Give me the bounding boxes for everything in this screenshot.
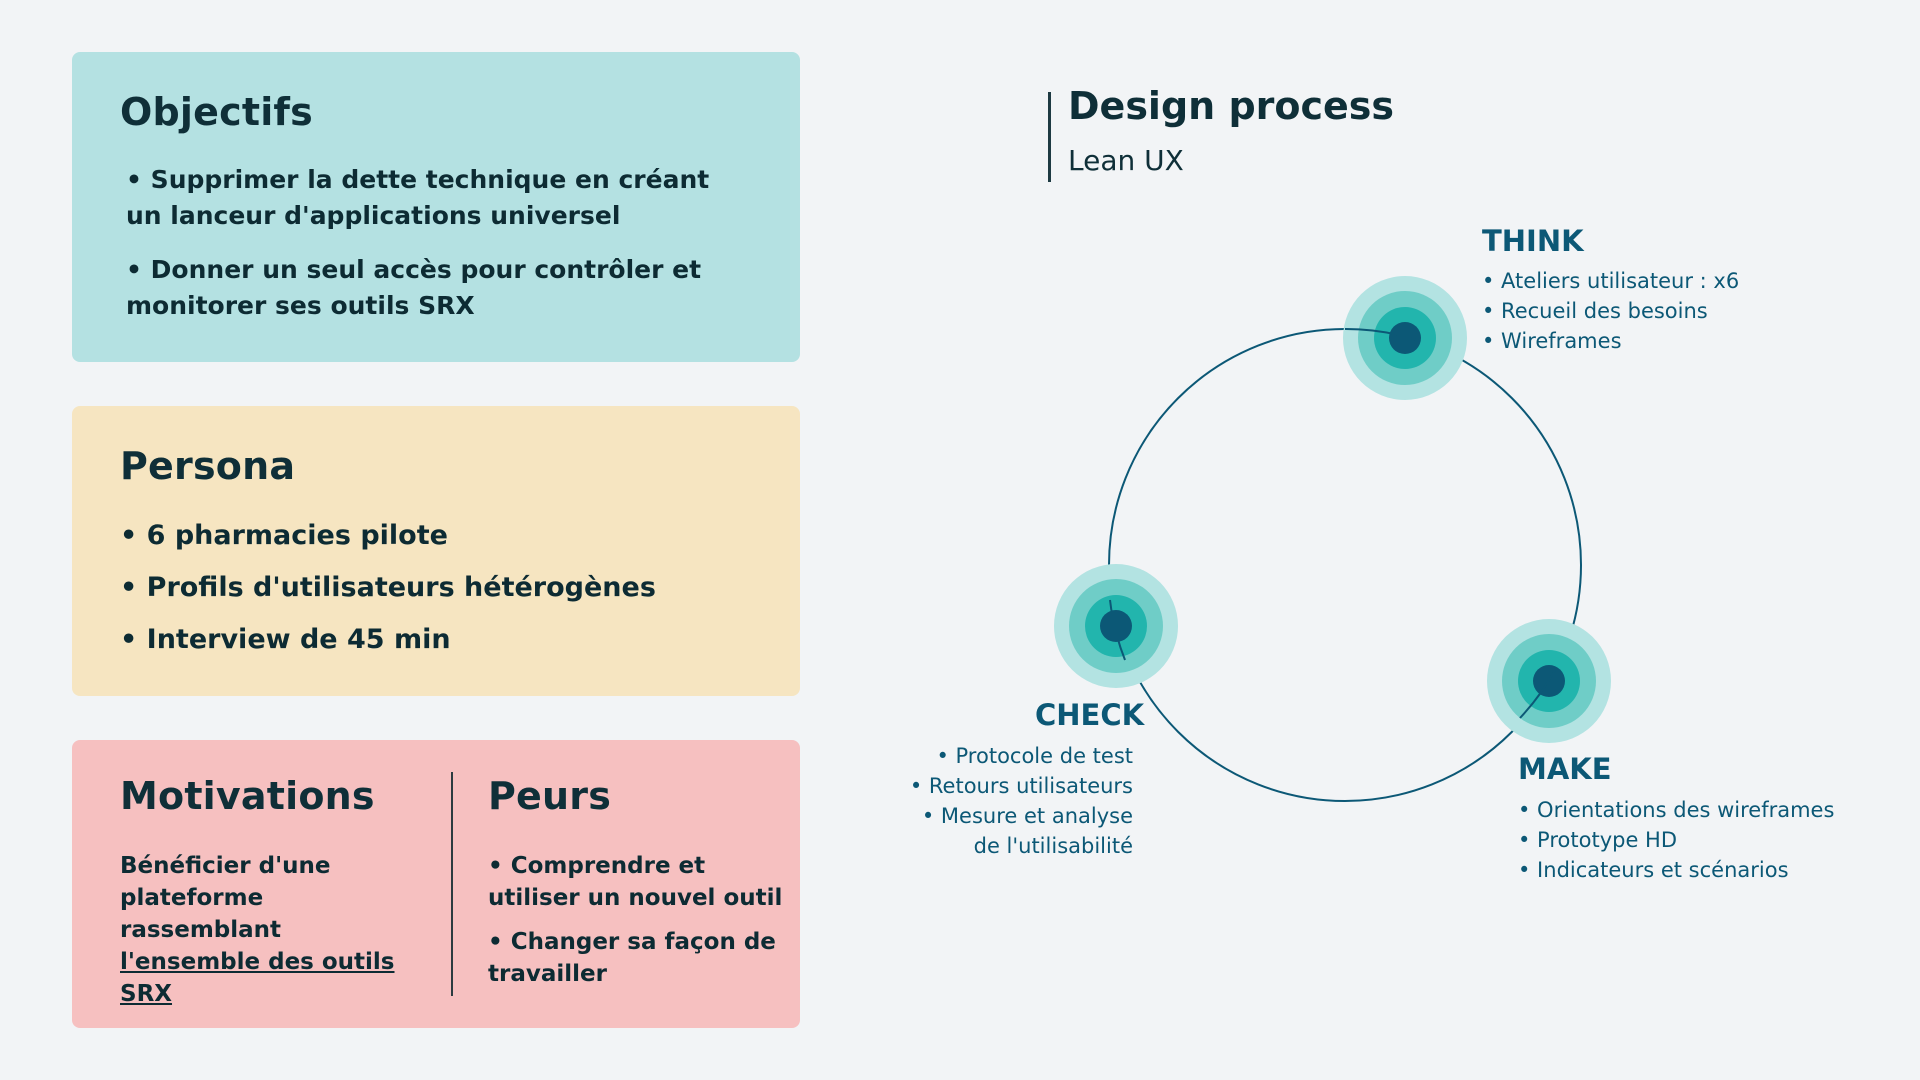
objectifs-list: • Supprimer la dette technique en créant… bbox=[120, 162, 752, 324]
objectifs-item: • Supprimer la dette technique en créant… bbox=[126, 165, 710, 230]
persona-title: Persona bbox=[120, 444, 296, 488]
check-node bbox=[1054, 564, 1178, 688]
design-process-subtitle: Lean UX bbox=[1068, 144, 1184, 177]
peurs-item: • Changer sa façon de travailler bbox=[488, 929, 776, 987]
peurs-title: Peurs bbox=[488, 774, 612, 818]
make-title: MAKE bbox=[1518, 752, 1612, 786]
make-item: • Indicateurs et scénarios bbox=[1518, 858, 1789, 882]
think-title: THINK bbox=[1482, 224, 1584, 258]
column-divider bbox=[451, 772, 453, 996]
motivations-line: plateforme rassemblant bbox=[120, 885, 282, 943]
objectifs-card: Objectifs • Supprimer la dette technique… bbox=[72, 52, 800, 362]
motivations-underlined-text: l'ensemble des outils SRX bbox=[120, 949, 395, 1007]
persona-item: • 6 pharmacies pilote bbox=[120, 520, 448, 551]
check-title: CHECK bbox=[1035, 698, 1145, 732]
peurs-column: Peurs • Comprendre et utiliser un nouvel… bbox=[488, 774, 788, 1002]
motivations-text: Bénéficier d'une plateforme rassemblant … bbox=[120, 850, 420, 1010]
check-item: de l'utilisabilité bbox=[973, 834, 1133, 858]
peurs-item: • Comprendre et utiliser un nouvel outil bbox=[488, 853, 783, 911]
objectifs-item: • Donner un seul accès pour contrôler et… bbox=[126, 255, 702, 320]
cycle-circle bbox=[1108, 328, 1582, 802]
make-item: • Orientations des wireframes bbox=[1518, 798, 1835, 822]
think-item: • Ateliers utilisateur : x6 bbox=[1482, 269, 1740, 293]
persona-card: Persona • 6 pharmacies pilote • Profils … bbox=[72, 406, 800, 696]
motivations-line: Bénéficier d'une bbox=[120, 853, 331, 879]
persona-item: • Profils d'utilisateurs hétérogènes bbox=[120, 572, 656, 603]
design-process-bar bbox=[1048, 92, 1051, 182]
think-list: • Ateliers utilisateur : x6 • Recueil de… bbox=[1482, 266, 1739, 356]
persona-list: • 6 pharmacies pilote • Profils d'utilis… bbox=[120, 518, 752, 658]
make-item: • Prototype HD bbox=[1518, 828, 1678, 852]
think-node bbox=[1343, 276, 1467, 400]
think-item: • Recueil des besoins bbox=[1482, 299, 1708, 323]
make-list: • Orientations des wireframes • Prototyp… bbox=[1518, 795, 1834, 885]
peurs-list: • Comprendre et utiliser un nouvel outil… bbox=[488, 850, 788, 990]
think-item: • Wireframes bbox=[1482, 329, 1622, 353]
motivations-peurs-card: Motivations Bénéficier d'une plateforme … bbox=[72, 740, 800, 1028]
motivations-column: Motivations Bénéficier d'une plateforme … bbox=[120, 774, 420, 1010]
check-item: • Protocole de test bbox=[936, 744, 1133, 768]
design-process-title: Design process bbox=[1068, 84, 1395, 128]
objectifs-title: Objectifs bbox=[120, 90, 313, 134]
motivations-title: Motivations bbox=[120, 774, 375, 818]
persona-item: • Interview de 45 min bbox=[120, 624, 451, 655]
check-item: • Mesure et analyse bbox=[921, 804, 1133, 828]
check-item: • Retours utilisateurs bbox=[909, 774, 1133, 798]
check-list: • Protocole de test • Retours utilisateu… bbox=[910, 741, 1133, 861]
